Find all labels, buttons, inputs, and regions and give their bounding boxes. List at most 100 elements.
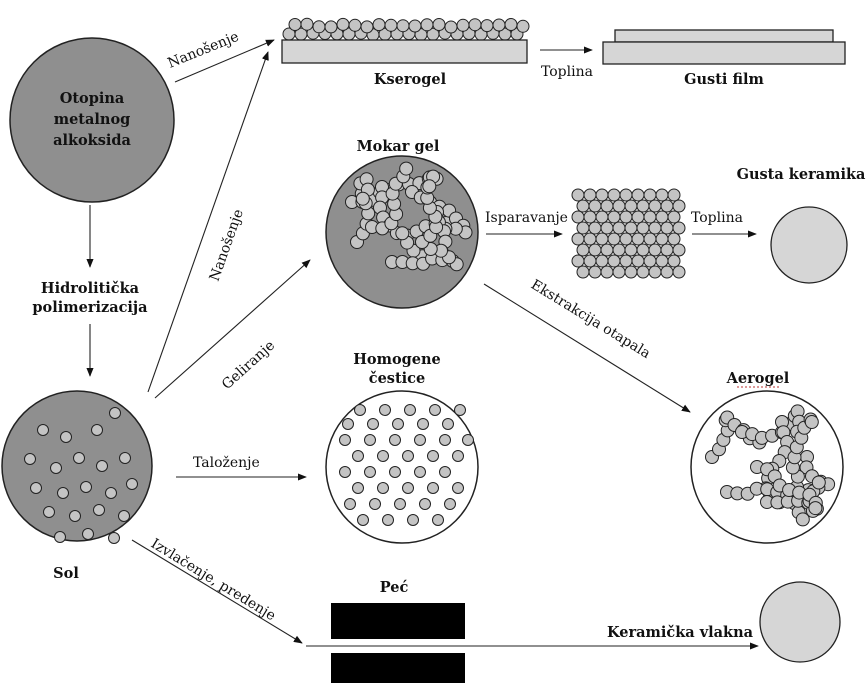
dense-particle	[643, 254, 657, 268]
kserogel-particle	[492, 18, 506, 32]
homogene-particle	[442, 418, 454, 430]
homogene-particle	[444, 498, 456, 510]
homogene-particle	[432, 514, 444, 526]
homogene-particle	[427, 450, 439, 462]
homogene-particle	[377, 482, 389, 494]
dense-particle	[612, 199, 626, 213]
sol-particle	[69, 510, 81, 522]
dense-particle	[619, 232, 633, 246]
dense-particle	[655, 188, 669, 202]
dense-particle	[655, 210, 669, 224]
kserogel-dense-block	[571, 188, 686, 279]
dense-particle	[643, 232, 657, 246]
dense-particle	[648, 243, 662, 257]
dense-particle	[607, 188, 621, 202]
sol-particle	[96, 460, 108, 472]
sol-particle	[82, 528, 94, 540]
aerogel-node: Aerogel	[690, 370, 844, 544]
gel-particle	[422, 179, 437, 194]
otopina-node: Otopina metalnog alkoksida	[9, 37, 175, 203]
kserogel-particle	[312, 20, 326, 34]
sol-label: Sol	[53, 565, 79, 582]
dense-particle	[595, 210, 609, 224]
sol-particle	[57, 487, 69, 499]
sol-particle	[24, 453, 36, 465]
keramicka-vlakna-label: Keramička vlakna	[607, 624, 754, 641]
dense-particle	[643, 210, 657, 224]
homogene-particle	[414, 434, 426, 446]
sol-particle	[91, 424, 103, 436]
homogene-particle	[379, 404, 391, 416]
homogene-particle	[454, 404, 466, 416]
dense-particle	[619, 210, 633, 224]
kserogel-particle	[384, 18, 398, 32]
kserogel-particle	[372, 18, 386, 32]
nanosenje-top-label: Nanošenje	[165, 28, 241, 72]
gusti-film-node: Gusti film	[602, 29, 846, 88]
homogene-particle	[377, 450, 389, 462]
pec-node: Peć	[331, 579, 465, 683]
dense-particle	[643, 188, 657, 202]
dense-particle	[583, 232, 597, 246]
dense-particle	[588, 243, 602, 257]
sol-particle	[54, 531, 66, 543]
dense-particle	[636, 265, 650, 279]
homogene-particle	[389, 434, 401, 446]
homogene-particle	[429, 404, 441, 416]
dense-particle	[619, 188, 633, 202]
homogene-particle	[439, 466, 451, 478]
gel-particle	[395, 226, 410, 241]
dense-particle	[648, 265, 662, 279]
otopina-label-line2: metalnog	[54, 111, 131, 128]
dense-particle	[600, 199, 614, 213]
sol-particle	[119, 452, 131, 464]
kserogel-node: Kserogel	[281, 17, 530, 88]
gusti-film-substrate	[602, 41, 846, 65]
dense-particle	[619, 254, 633, 268]
homogene-label-line2: čestice	[369, 370, 425, 387]
aerogel-particle	[795, 512, 810, 527]
kserogel-particle	[468, 18, 482, 32]
talozenje-label: Taloženje	[193, 455, 260, 471]
sol-particle	[93, 504, 105, 516]
sol-particle	[43, 506, 55, 518]
homogene-circle	[325, 390, 479, 544]
hidroliticka-label-line2: polimerizacija	[32, 299, 148, 316]
toplina-film-label: Toplina	[541, 64, 593, 80]
dense-particle	[588, 221, 602, 235]
dense-particle	[588, 199, 602, 213]
dense-particle	[571, 232, 585, 246]
sol-particle	[73, 452, 85, 464]
dense-particle	[595, 254, 609, 268]
dense-particle	[636, 221, 650, 235]
gusta-keramika-node: Gusta keramika	[737, 166, 866, 284]
kserogel-particle	[288, 18, 302, 31]
keramicka-vlakna-circle	[759, 581, 841, 663]
homogene-particle	[439, 434, 451, 446]
homogene-cestice-node: Homogene čestice	[325, 351, 479, 544]
toplina-keramika-label: Toplina	[691, 210, 743, 226]
sol-particle	[118, 510, 130, 522]
homogene-particle	[452, 482, 464, 494]
sol-particle	[30, 482, 42, 494]
dense-particle	[624, 199, 638, 213]
mokar-gel-label: Mokar gel	[357, 138, 440, 155]
sol-particle	[80, 481, 92, 493]
dense-particle	[660, 221, 674, 235]
keramicka-vlakna-node: Keramička vlakna	[607, 581, 841, 663]
gusta-keramika-label: Gusta keramika	[737, 166, 866, 183]
dense-particle	[624, 265, 638, 279]
homogene-particle	[382, 514, 394, 526]
kserogel-particle	[324, 20, 338, 34]
homogene-particle	[419, 498, 431, 510]
homogene-particle	[342, 418, 354, 430]
dense-particle	[655, 232, 669, 246]
dense-particle	[660, 265, 674, 279]
dense-particle	[588, 265, 602, 279]
homogene-particle	[364, 434, 376, 446]
homogene-particle	[367, 418, 379, 430]
dense-particle	[607, 210, 621, 224]
dense-particle	[576, 243, 590, 257]
homogene-particle	[402, 482, 414, 494]
